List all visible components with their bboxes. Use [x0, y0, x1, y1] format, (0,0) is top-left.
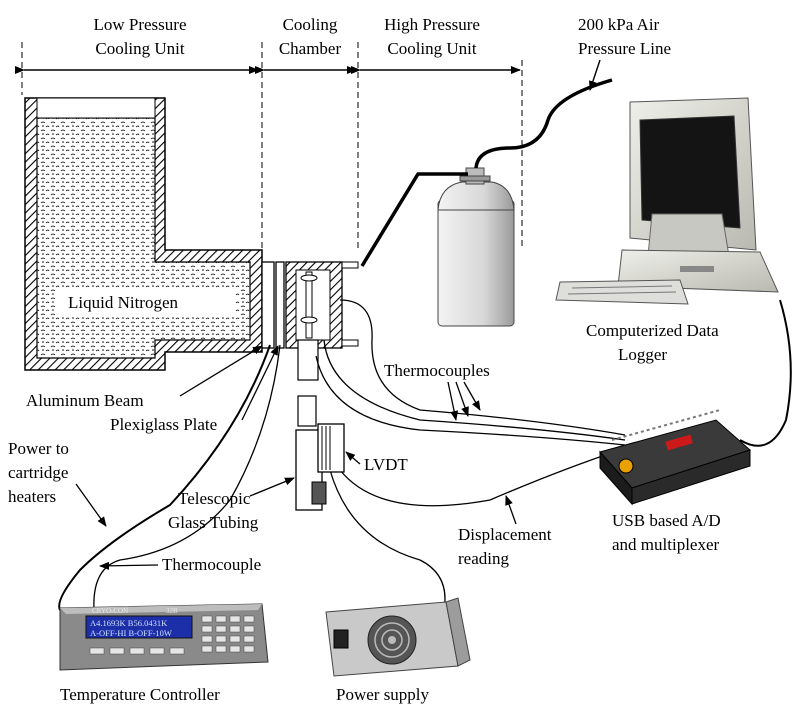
- liquid-nitrogen-tank: Liquid Nitrogen: [24, 97, 263, 371]
- cylinder-body: [437, 199, 515, 327]
- controller-lcd-line-2: A-OFF-HI B-OFF-10W: [90, 628, 172, 638]
- usb-logo-icon: [618, 458, 634, 474]
- air-inlet: [341, 261, 359, 269]
- plexiglass-plate: [275, 261, 285, 349]
- aluminum-beam-label: Aluminum Beam: [26, 391, 144, 410]
- thermocouples-arrow-2: [455, 381, 469, 417]
- displacement-label-2: reading: [458, 549, 509, 568]
- air-line-label-2: Pressure Line: [578, 39, 671, 58]
- power-heaters-label-2: cartridge: [8, 463, 68, 482]
- high-pressure-cylinder: [360, 78, 613, 327]
- chamber-cavity: [295, 269, 331, 341]
- high-pressure-label-1: High Pressure: [384, 15, 480, 34]
- usb-badge: [665, 434, 693, 451]
- thermocouple-wire-2: [323, 339, 626, 441]
- aluminum-beam-arrow: [179, 345, 263, 397]
- liquid-nitrogen-fill: [36, 117, 251, 359]
- lvdt-signal-wire: [339, 449, 621, 507]
- monitor-screen: [639, 115, 741, 229]
- power-heaters-label-1: Power to: [8, 439, 69, 458]
- aluminum-beam: [261, 261, 275, 349]
- power-socket-icon: [333, 629, 349, 649]
- specimen-rod: [305, 271, 313, 339]
- plexiglass-label: Plexiglass Plate: [110, 415, 217, 434]
- power-supply: [325, 597, 471, 677]
- usb-box-front: [631, 449, 751, 505]
- displacement-arrow: [505, 495, 517, 525]
- lvdt-core: [311, 481, 327, 505]
- telescopic-assembly: [295, 395, 345, 511]
- plexiglass-arrow: [241, 345, 279, 421]
- glass-tube-middle: [297, 395, 317, 427]
- power-supply-cable: [329, 469, 446, 611]
- air-outlet: [341, 339, 359, 347]
- power-heaters-label-3: heaters: [8, 487, 56, 506]
- thermocouple-label: Thermocouple: [162, 555, 261, 574]
- section-header: Low Pressure Cooling Unit Cooling Chambe…: [15, 15, 671, 250]
- usb-terminal-strip: [611, 409, 721, 441]
- air-pressure-hose: [474, 78, 613, 169]
- usb-cable: [739, 299, 792, 447]
- computer-label-2: Logger: [618, 345, 667, 364]
- callouts: Thermocouples Aluminum Beam Plexiglass P…: [8, 345, 721, 704]
- temperature-controller: A4.1693K B56.0431K A-OFF-HI B-OFF-10W CR…: [59, 603, 269, 671]
- high-pressure-label-2: Cooling Unit: [387, 39, 477, 58]
- heater-power-cable: [58, 344, 271, 611]
- temp-controller-label: Temperature Controller: [60, 685, 220, 704]
- cooling-chamber: [261, 261, 359, 381]
- cylinder-collar: [459, 175, 491, 182]
- controller-brand: CRYO-CON: [92, 607, 128, 615]
- controller-model: 32B: [166, 607, 178, 615]
- usb-label-1: USB based A/D: [612, 511, 721, 530]
- cooling-chamber-label-1: Cooling: [283, 15, 338, 34]
- usb-label-2: and multiplexer: [612, 535, 720, 554]
- telescopic-label-2: Glass Tubing: [168, 513, 259, 532]
- specimen-clip-bottom: [300, 316, 318, 324]
- controller-lcd-line-1: A4.1693K B56.0431K: [90, 618, 168, 628]
- telescopic-label-1: Telescopic: [178, 489, 251, 508]
- power-supply-label: Power supply: [336, 685, 430, 704]
- liquid-nitrogen-label-bg: [55, 288, 235, 316]
- liquid-nitrogen-label: Liquid Nitrogen: [68, 293, 179, 312]
- cooling-chamber-label-2: Chamber: [279, 39, 342, 58]
- thermocouple-wire-1: [339, 299, 626, 436]
- fan-ring-outer: [374, 622, 410, 658]
- thermocouple-arrow: [99, 561, 159, 570]
- usb-ad-multiplexer: [599, 409, 751, 506]
- lvdt-arrow: [345, 451, 361, 465]
- controller-lcd: [85, 615, 193, 639]
- thermocouples-label: Thermocouples: [384, 361, 490, 380]
- thermocouples-arrow-1: [447, 381, 459, 421]
- fan-hub: [388, 636, 396, 644]
- controller-top-edge: [60, 604, 262, 614]
- controller-thermocouple-wire: [93, 344, 281, 611]
- low-pressure-label-1: Low Pressure: [93, 15, 186, 34]
- keyboard-keys: [567, 285, 677, 295]
- wires: [58, 299, 792, 611]
- thermocouples-arrow-3: [463, 381, 481, 411]
- air-line-label-1: 200 kPa Air: [578, 15, 660, 34]
- floppy-drive: [680, 266, 714, 272]
- controller-keypad: [89, 615, 255, 655]
- glass-tube-upper: [297, 339, 319, 381]
- displacement-label-1: Displacement: [458, 525, 552, 544]
- tank-headspace: [36, 97, 156, 119]
- fan-ring-inner: [381, 629, 403, 651]
- cylinder-shoulder: [437, 181, 515, 211]
- lvdt-label: LVDT: [364, 455, 408, 474]
- cylinder-to-chamber-hose: [360, 172, 468, 267]
- low-pressure-label-2: Cooling Unit: [95, 39, 185, 58]
- power-heaters-arrow: [75, 483, 107, 527]
- computer-label-1: Computerized Data: [586, 321, 719, 340]
- specimen-clip-top: [300, 274, 318, 282]
- telescopic-arrow: [249, 477, 295, 497]
- thermocouple-wire-3: [315, 355, 626, 446]
- computer: Computerized Data Logger: [555, 97, 779, 364]
- power-supply-side: [445, 597, 471, 667]
